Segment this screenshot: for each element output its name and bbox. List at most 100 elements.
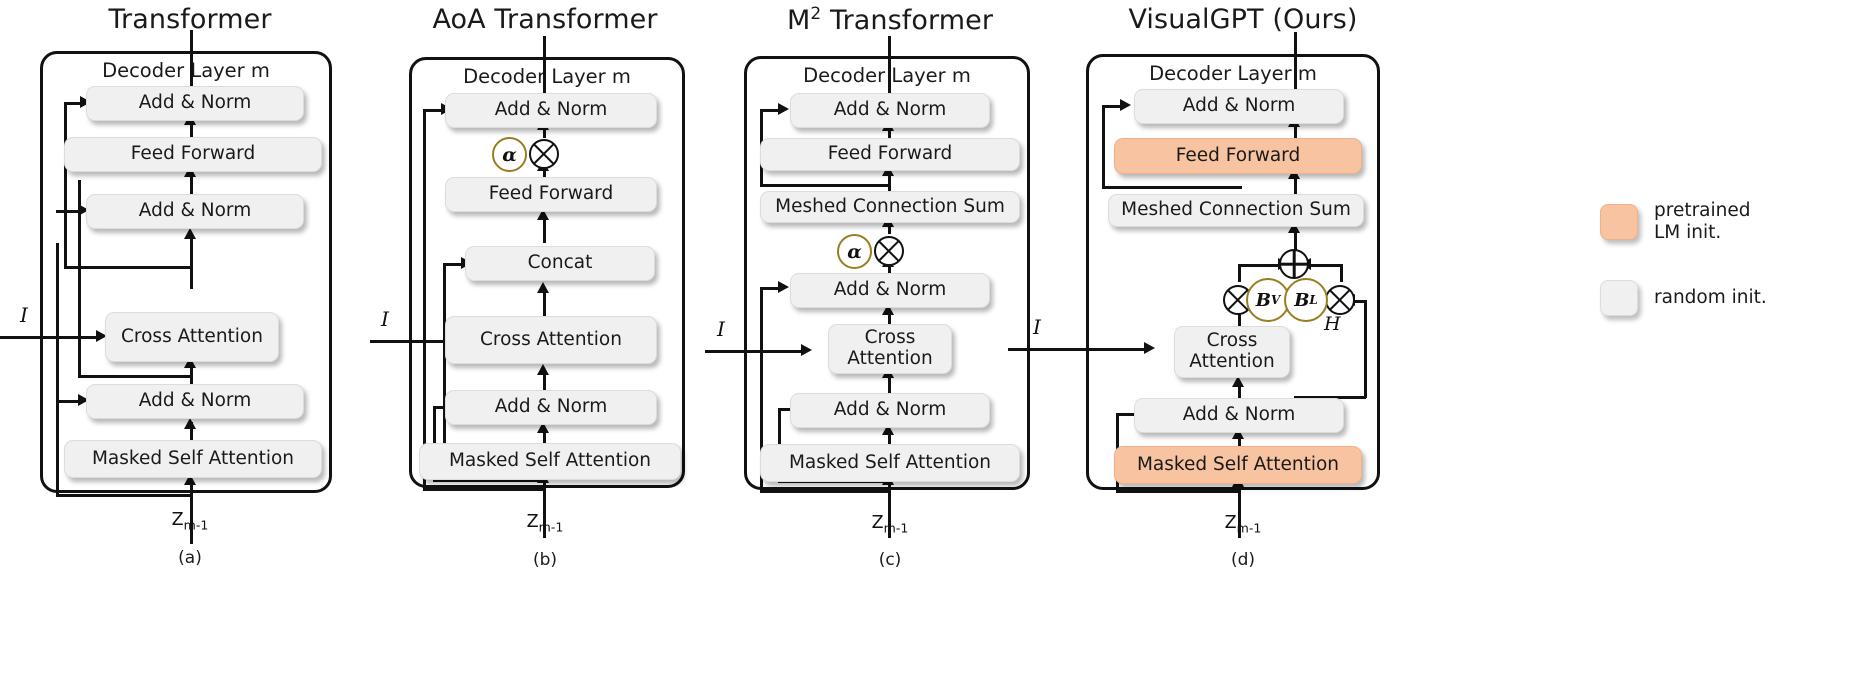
multiply-operator: [874, 236, 904, 266]
arrow-head-addnorm-to-cross: [537, 364, 549, 375]
panel-title-base: M: [786, 5, 811, 36]
block-feed-forward[interactable]: Feed Forward: [760, 138, 1020, 171]
block-cross-attention[interactable]: Cross Attention: [828, 324, 952, 374]
arrow-head-msa-to-addnorm: [882, 424, 894, 435]
arrow-line-to-add-norm-mid: [56, 210, 82, 213]
arrow-line-to-add-norm-mid: [760, 287, 782, 290]
block-meshed-connection-sum[interactable]: Meshed Connection Sum: [1108, 194, 1364, 227]
stem-msa-to-addnorm: [543, 428, 546, 446]
stem-into-msa: [1238, 482, 1241, 496]
block-feed-forward[interactable]: Feed Forward: [1114, 138, 1362, 174]
line-mulv-to-sum: [1238, 264, 1290, 267]
sequence-symbol: Z: [526, 512, 539, 532]
sequence-label: Zm-1: [730, 513, 1050, 536]
block-add-norm-top[interactable]: Add & Norm: [86, 86, 304, 121]
arrow-line-to-add-norm-bottom: [1116, 413, 1138, 416]
input-symbol-label: I: [717, 317, 725, 341]
stem-ff-to-addnorm: [190, 120, 193, 143]
stem-bottom: [543, 488, 546, 538]
block-add-norm-mid[interactable]: Add & Norm: [86, 194, 304, 229]
sequence-subscript: m-1: [538, 519, 564, 535]
stem-concat-to-ff: [543, 215, 546, 243]
block-cross-attention[interactable]: Cross Attention: [105, 312, 279, 362]
sum-operator: [1279, 249, 1309, 279]
legend-label-random: random init.: [1654, 286, 1767, 308]
block-add-norm-bottom[interactable]: Add & Norm: [1134, 398, 1344, 433]
block-masked-self-attention[interactable]: Masked Self Attention: [1114, 446, 1362, 484]
stem-addnorm-to-cross: [1238, 382, 1241, 400]
arrow-head-to-add-norm-mid: [78, 204, 89, 216]
block-add-norm-top[interactable]: Add & Norm: [1134, 89, 1344, 124]
decoder-layer-caption: Decoder Layer m: [102, 59, 270, 82]
h-feedback-vertical: [1364, 300, 1367, 398]
block-feed-forward[interactable]: Feed Forward: [445, 177, 657, 212]
block-add-norm-top[interactable]: Add & Norm: [445, 93, 657, 128]
block-add-norm-bottom[interactable]: Add & Norm: [86, 384, 304, 419]
block-add-norm-bottom[interactable]: Add & Norm: [445, 390, 657, 425]
arrow-head-msa-to-addnorm: [537, 422, 549, 433]
stem-output: [888, 36, 891, 93]
arrow-head-to-add-norm-top: [1120, 99, 1131, 111]
stem-meshed-to-ff: [888, 171, 891, 191]
alpha-gate[interactable]: α: [492, 137, 527, 172]
sequence-subscript: m-1: [883, 520, 909, 536]
residual-rail-top-bottom: [760, 184, 890, 187]
block-feed-forward[interactable]: Feed Forward: [64, 137, 322, 172]
block-add-norm-bottom[interactable]: Add & Norm: [790, 393, 990, 428]
block-add-norm-top[interactable]: Add & Norm: [790, 93, 990, 128]
block-concat[interactable]: Concat: [465, 246, 655, 281]
block-masked-self-attention[interactable]: Masked Self Attention: [419, 443, 681, 480]
legend-row-random: random init.: [1600, 280, 1767, 316]
block-cross-attention[interactable]: Cross Attention: [1174, 326, 1290, 378]
stem-gate-to-meshed: [888, 222, 891, 234]
panel-title: VisualGPT (Ours): [1128, 4, 1358, 35]
decoder-layer-box: [744, 56, 1030, 490]
panel-caption: (c): [878, 550, 902, 570]
residual-rail-outer: [423, 110, 426, 491]
panel-title: Transformer: [108, 4, 272, 35]
residual-rail-bottom-join: [1116, 490, 1240, 493]
sequence-subscript: m-1: [183, 517, 209, 533]
stem-into-msa: [543, 478, 546, 492]
block-masked-self-attention[interactable]: Masked Self Attention: [64, 440, 322, 478]
input-symbol-label: I: [381, 307, 389, 331]
stem-bottom: [190, 494, 193, 544]
multiply-operator: [529, 139, 559, 169]
input-line: [1008, 348, 1148, 351]
input-symbol-label: I: [1033, 315, 1041, 339]
stem-msa-to-addnorm: [1238, 434, 1241, 450]
residual-rail-mid: [760, 288, 763, 493]
decoder-layer-box: [40, 51, 332, 493]
residual-rail-inner: [443, 264, 446, 471]
hidden-symbol-label: H: [1324, 313, 1341, 335]
arrow-line-to-add-norm-bottom: [433, 406, 455, 409]
residual-rail-top-bottom: [64, 266, 192, 269]
block-add-norm-mid[interactable]: Add & Norm: [790, 273, 990, 308]
stem-into-msa: [190, 480, 193, 498]
residual-rail-outer: [56, 243, 59, 497]
block-cross-attention[interactable]: Cross Attention: [445, 316, 657, 364]
stem-bottom: [1238, 490, 1241, 538]
legend-row-pretrained: pretrained LM init.: [1600, 200, 1751, 244]
panel-visualgpt: VisualGPT (Ours) Decoder Layer m: [1008, 0, 1408, 681]
stem-cross-to-concat: [543, 288, 546, 316]
arrow-head-cross-to-concat: [537, 282, 549, 293]
residual-rail-mid-bottom: [760, 490, 890, 493]
stem-addnorm-to-ff: [190, 172, 193, 196]
block-meshed-connection-sum[interactable]: Meshed Connection Sum: [760, 191, 1020, 223]
arrow-line-to-add-norm-top: [64, 102, 84, 105]
stem-output: [190, 30, 193, 86]
stem-cross-to-mulv: [1238, 304, 1241, 326]
panel-caption: (a): [178, 548, 202, 568]
stem-addnorm-to-cross: [190, 363, 193, 385]
stem-into-msa: [888, 480, 891, 494]
sequence-subscript: m-1: [1236, 520, 1262, 536]
visual-gate-base: B: [1255, 289, 1271, 311]
block-masked-self-attention[interactable]: Masked Self Attention: [760, 444, 1020, 482]
input-arrow-head: [96, 330, 107, 342]
alpha-gate[interactable]: α: [837, 234, 872, 269]
arrow-head-cross-to-addnorm: [184, 228, 196, 239]
